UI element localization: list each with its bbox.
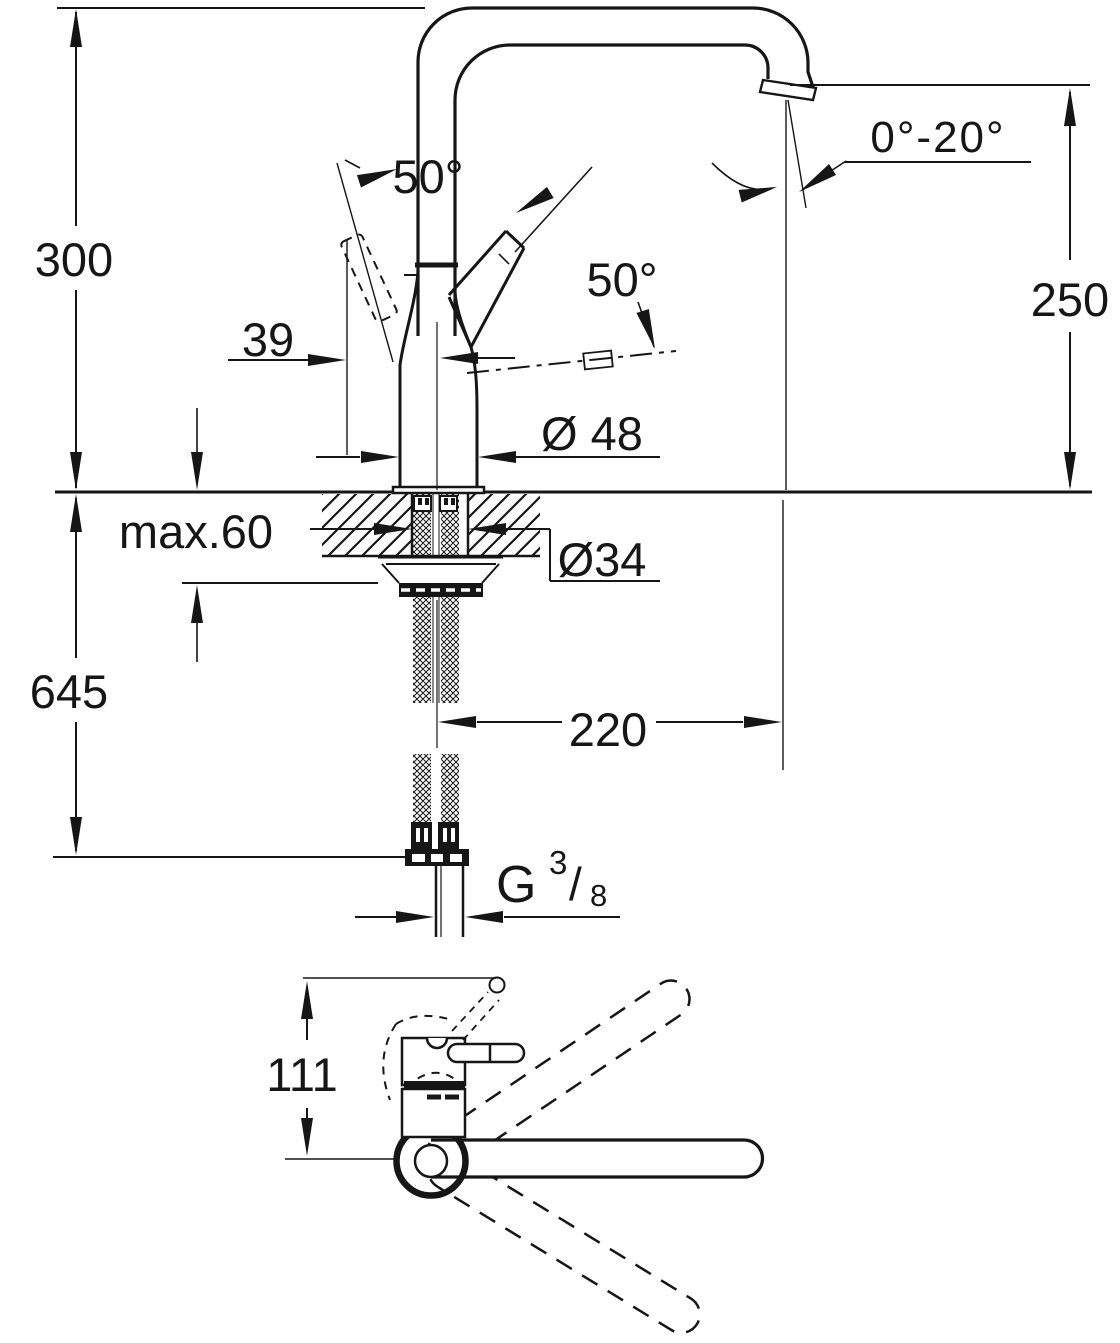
spout-outline [57,6,818,336]
dim-tilt-range: 0°-20° [711,113,1031,203]
mounting-shank [410,492,470,557]
faucet-body [391,262,486,495]
aerator-tip [758,78,818,102]
plan-view: 111 [266,976,765,1335]
front-elevation: 300 250 0°-20° 50° [30,6,1109,937]
dim-thread: G 3 / 8 [355,844,620,923]
dim-50-left: 50° [344,150,464,203]
dim-250-label: 250 [1031,273,1109,326]
base-flange [391,485,486,495]
dim-250: 250 [790,84,1109,490]
stream-reference-lines [785,99,807,490]
dim-34-label: Ø34 [558,533,647,586]
lever-tip-circle [488,976,506,994]
lever-dashdot-horizontal [466,349,677,374]
dim-111-label: 111 [266,1048,337,1101]
dim-220-label: 220 [569,703,647,756]
flex-hoses [405,597,469,937]
spout-plan [393,1123,765,1199]
dim-50-right: 50° [514,166,658,349]
thread-g-label: G [496,856,536,914]
thread-numerator: 3 [549,844,567,881]
dim-48-label: Ø 48 [541,407,643,460]
dim-max60: max.60 [119,408,378,662]
dim-645-label: 645 [30,665,108,718]
lever-up-dashed [451,991,500,1041]
lever-plan [446,1042,526,1064]
thread-slash: / [569,858,582,910]
dim-645: 645 [30,494,406,858]
body-plan [382,976,526,1139]
dim-300: 300 [35,9,113,490]
angle-50-right-label: 50° [586,253,657,306]
mounting-nut [378,555,503,597]
spout-swivel-dashed-up [426,979,691,1171]
lever-dashed-left [336,162,398,363]
tilt-range-label: 0°-20° [870,113,1005,162]
angle-50-left-label: 50° [392,150,463,203]
thread-denominator: 8 [590,878,607,913]
dim-39: 39 [228,240,515,455]
dim-34: Ø34 [310,523,660,586]
dim-48: Ø 48 [316,407,660,468]
max60-label: max.60 [119,505,273,558]
dim-300-label: 300 [35,233,113,286]
dim-220: 220 [438,500,784,770]
lever-raised [447,229,526,348]
dim-111: 111 [266,977,496,1160]
dim-39-label: 39 [242,313,294,366]
